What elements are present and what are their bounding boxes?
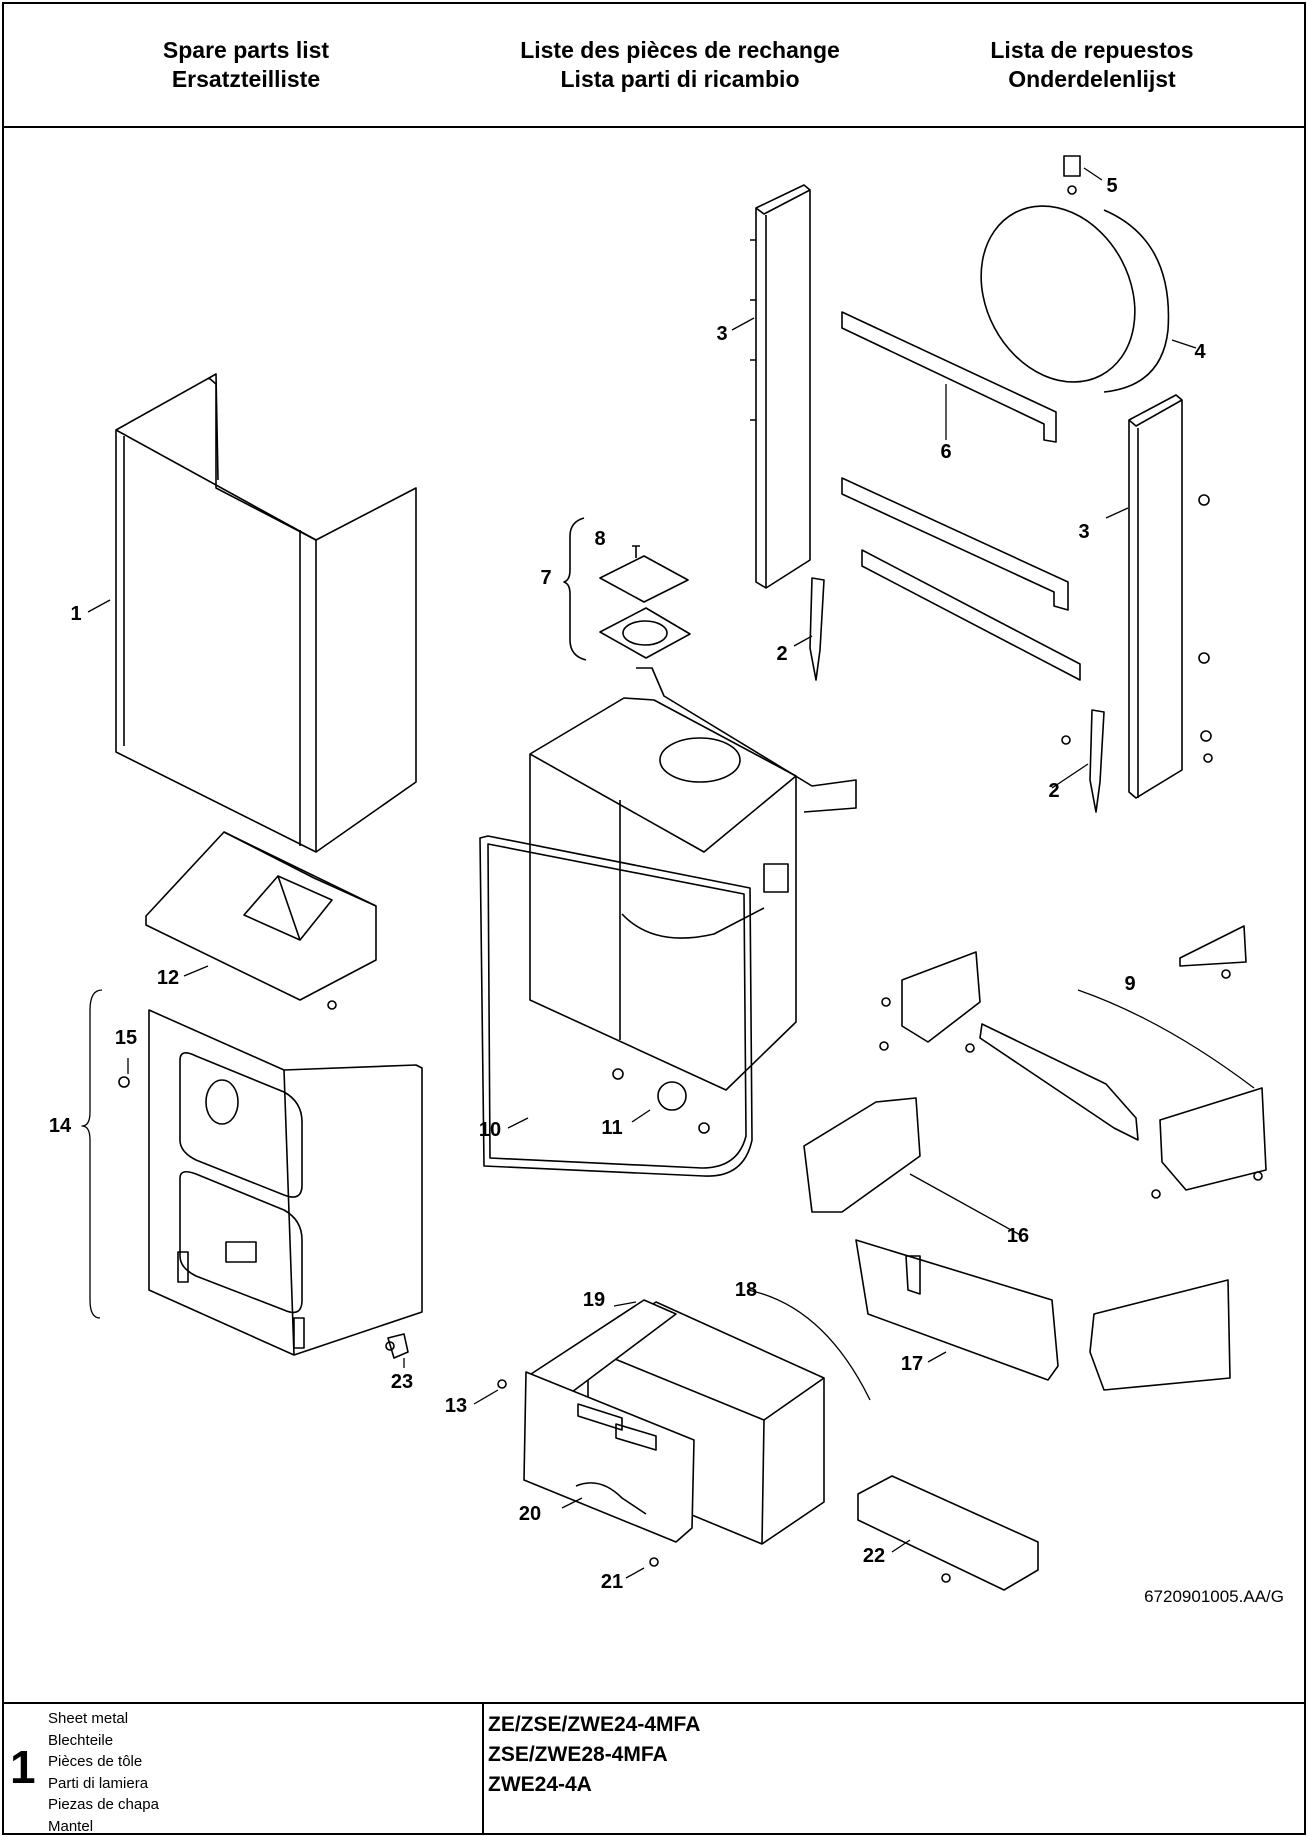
callout-5: 5 xyxy=(1106,175,1117,197)
part-side-rail-left xyxy=(750,184,811,589)
exploded-view-drawing: 1 2 2 3 3 4 5 6 7 8 9 10 11 12 13 14 15 … xyxy=(49,155,1284,1606)
part-bottom-tray xyxy=(145,831,377,1010)
section-title-it: Parti di lamiera xyxy=(48,1774,149,1792)
callout-15: 15 xyxy=(115,1027,137,1049)
callout-3-left: 3 xyxy=(716,323,727,345)
callout-18: 18 xyxy=(735,1279,757,1301)
section-title-list: Sheet metal Blechteile Pièces de tôle Pa… xyxy=(48,1708,159,1837)
title-it: Lista parti di ricambio xyxy=(560,66,800,92)
footer-divider xyxy=(482,1704,484,1835)
section-number: 1 xyxy=(10,1741,36,1793)
title-de: Ersatzteilliste xyxy=(171,66,321,92)
callout-22: 22 xyxy=(863,1545,885,1567)
part-cross-rails xyxy=(841,311,1081,681)
header: Spare parts list Ersatzteilliste Liste d… xyxy=(2,2,1306,128)
callout-11: 11 xyxy=(601,1117,622,1139)
model-2: ZSE/ZWE28-4MFA xyxy=(488,1743,668,1766)
part-front-casing xyxy=(115,373,417,853)
callout-21: 21 xyxy=(601,1571,623,1593)
part-frame-seal xyxy=(479,835,753,1177)
part-expansion-vessel xyxy=(980,155,1170,393)
part-main-frame xyxy=(529,667,857,1134)
section-title-es: Piezas de chapa xyxy=(48,1796,159,1813)
section-title-fr: Pièces de tôle xyxy=(48,1753,143,1770)
callout-20: 20 xyxy=(519,1503,541,1525)
header-col-es-nl: Lista de repuestos Onderdelenlijst xyxy=(882,36,1302,94)
model-list: ZE/ZSE/ZWE24-4MFA ZSE/ZWE28-4MFA ZWE24-4… xyxy=(488,1710,700,1800)
header-col-en-de: Spare parts list Ersatzteilliste xyxy=(36,36,456,94)
callout-2-left: 2 xyxy=(776,643,787,665)
leader-lines xyxy=(81,167,1255,1579)
part-bottom-box xyxy=(497,1299,825,1567)
section-title-nl: Mantel xyxy=(48,1817,94,1835)
model-1: ZE/ZSE/ZWE24-4MFA xyxy=(488,1713,701,1736)
title-en: Spare parts list xyxy=(162,37,330,63)
callout-labels: 1 2 2 3 3 4 5 6 7 8 9 10 11 12 13 14 15 … xyxy=(49,175,1207,1593)
callout-10: 10 xyxy=(479,1119,501,1141)
title-fr: Liste des pièces de rechange xyxy=(520,37,840,63)
callout-17: 17 xyxy=(901,1353,923,1375)
callout-1: 1 xyxy=(70,603,81,625)
callout-14: 14 xyxy=(49,1115,72,1137)
part-clip xyxy=(387,1333,409,1359)
callout-16: 16 xyxy=(1007,1225,1029,1247)
footer: 1 Sheet metal Blechteile Pièces de tôle … xyxy=(2,1702,1306,1835)
callout-23: 23 xyxy=(391,1371,413,1393)
callout-13: 13 xyxy=(445,1395,467,1417)
part-control-brackets xyxy=(879,925,1267,1199)
callout-7: 7 xyxy=(540,567,551,589)
part-bracket-left xyxy=(809,577,825,681)
part-control-housing xyxy=(803,1097,1231,1391)
part-flange-gasket xyxy=(563,517,691,661)
callout-2-right: 2 xyxy=(1048,780,1059,802)
callout-6: 6 xyxy=(940,441,951,463)
part-bracket-right xyxy=(1061,709,1105,813)
part-bottom-rail xyxy=(857,1475,1039,1591)
callout-9: 9 xyxy=(1124,973,1135,995)
callout-19: 19 xyxy=(583,1289,605,1311)
part-front-panel xyxy=(118,1009,423,1356)
callout-4: 4 xyxy=(1194,341,1206,363)
title-es: Lista de repuestos xyxy=(990,37,1194,63)
callout-3-right: 3 xyxy=(1078,521,1089,543)
section-title-en: Sheet metal xyxy=(48,1710,129,1727)
model-3: ZWE24-4A xyxy=(488,1773,592,1796)
header-col-fr-it: Liste des pièces de rechange Lista parti… xyxy=(470,36,890,94)
callout-12: 12 xyxy=(157,967,179,989)
drawing-number: 6720901005.AA/G xyxy=(1144,1587,1284,1606)
section-title-de: Blechteile xyxy=(48,1731,114,1749)
callout-8: 8 xyxy=(594,528,605,550)
part-side-rail-right xyxy=(1128,394,1213,799)
title-nl: Onderdelenlijst xyxy=(1008,66,1176,92)
